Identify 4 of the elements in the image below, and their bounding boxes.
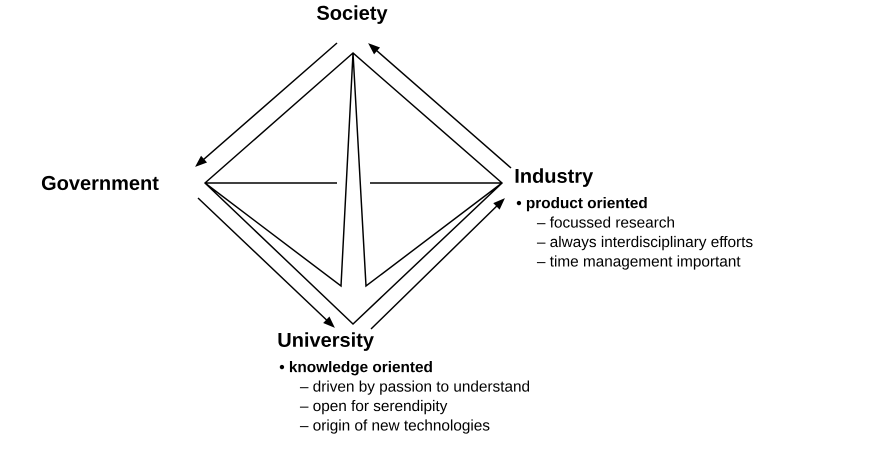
node-label: Government — [42, 176, 159, 190]
node-text: Industry • product oriented – focussed research – always interdisciplinary efforts – time management important — [516, 168, 753, 270]
node-label: Society — [317, 5, 388, 24]
node-text: University • knowledge oriented – driven by passion to understand – open for serendipity – origin of new technologies — [278, 332, 530, 434]
